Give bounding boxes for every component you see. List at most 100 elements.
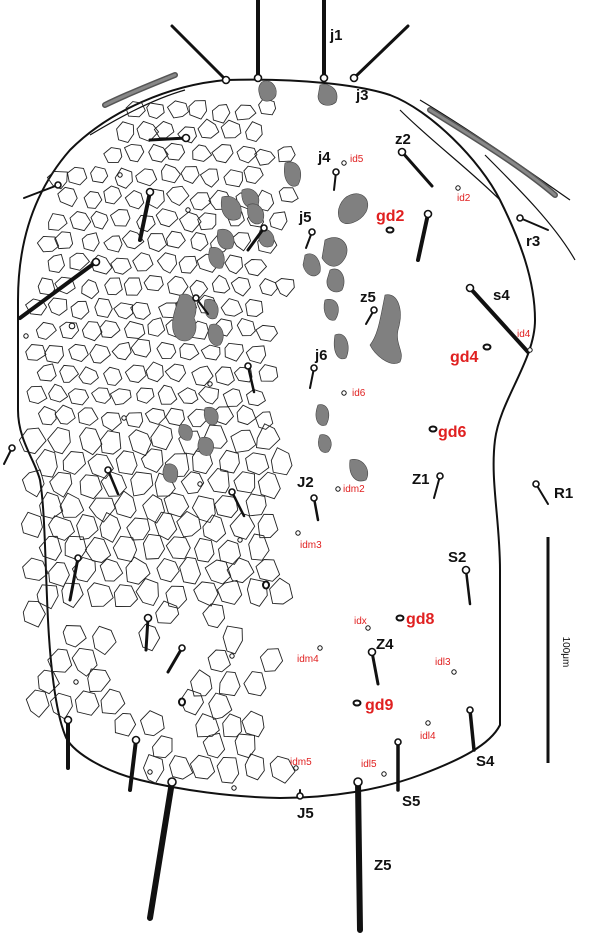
pores	[23, 160, 533, 791]
reticulation-cell	[190, 669, 213, 697]
reticulation-cell	[62, 625, 87, 648]
reticulation-cell	[145, 361, 164, 383]
scale-bar: 100μm	[546, 537, 571, 763]
reticulation-cell	[35, 448, 58, 478]
reticulation-cell	[163, 142, 186, 161]
reticulation-cell	[150, 423, 173, 451]
label-gd4: gd4	[450, 349, 479, 366]
reticulation-cell	[163, 492, 190, 518]
reticulation-cell	[21, 469, 45, 498]
reticulation-cell	[179, 343, 200, 361]
reticulation-cell	[136, 120, 160, 142]
reticulation-cell	[112, 535, 138, 563]
reticulation-cell	[124, 364, 147, 383]
reticulation-cell	[125, 556, 151, 585]
reticulation-cell	[178, 255, 198, 274]
reticulation-cell	[36, 584, 59, 610]
lateral-fold-band	[428, 108, 557, 197]
reticulation-cell	[74, 690, 100, 716]
reticulation-cell	[208, 692, 233, 720]
reticulation-cell	[109, 388, 132, 406]
reticulation-cell	[121, 230, 145, 250]
reticulation-cell	[22, 557, 49, 581]
reticulation-cell	[193, 581, 219, 607]
reticulation-cell	[44, 345, 64, 364]
reticulation-cell	[144, 407, 166, 425]
reticulation-cell	[180, 166, 200, 184]
setae	[3, 0, 549, 933]
reticulation-cell	[236, 145, 258, 164]
reticulation-cell	[156, 341, 177, 360]
reticulation-cell	[71, 647, 98, 677]
reticulation-cell	[224, 342, 244, 362]
reticulation-cell	[245, 389, 266, 407]
reticulation-cell	[57, 186, 78, 208]
reticulation-cell	[216, 756, 240, 784]
label-id6: id6	[352, 388, 366, 399]
label-j1: j1	[329, 27, 343, 44]
reticulation-cell	[99, 511, 122, 543]
reticulation-cell	[68, 343, 89, 363]
reticulation-cell	[47, 426, 71, 455]
reticulation-cell	[176, 510, 202, 538]
reticulation-cell	[161, 163, 181, 184]
reticulation-cell	[124, 189, 145, 210]
reticulation-cell	[38, 535, 62, 561]
reticulation-cell	[36, 363, 57, 382]
reticulation-cell	[220, 119, 242, 139]
reticulation-cell	[165, 407, 185, 427]
reticulation-cell	[128, 429, 152, 457]
reticulation-cell	[124, 320, 146, 339]
reticulation-cell	[48, 515, 76, 541]
reticulation-cell	[165, 536, 191, 560]
reticulation-cell	[25, 344, 47, 361]
reticulation-cell	[48, 213, 68, 231]
reticulation-cell	[218, 539, 241, 565]
reticulation-cell	[177, 387, 199, 404]
reticulation-cell	[92, 625, 117, 656]
reticulation-cell	[236, 404, 257, 426]
lateral-fold	[89, 89, 186, 136]
reticulation-cell	[76, 513, 99, 541]
reticulation-cell	[143, 275, 164, 292]
label-idm5: idm5	[290, 757, 312, 768]
reticulation-cell	[257, 471, 281, 500]
reticulation-cell	[194, 537, 215, 563]
reticulation-cell	[222, 713, 242, 738]
seta-labels: j1 j3 j4 z2 j5 r3 s4 z5 j6 Z1 R1 J2 S2 Z…	[297, 27, 573, 874]
reticulation-cell	[103, 235, 123, 253]
label-R1: R1	[554, 485, 573, 502]
reticulation-cell	[143, 754, 165, 784]
reticulation-cell	[197, 212, 217, 231]
reticulation-cell	[257, 513, 279, 539]
reticulation-cell	[69, 252, 91, 271]
label-idl3: idl3	[435, 657, 451, 668]
reticulation-cell	[179, 556, 201, 585]
reticulation-cell	[243, 671, 267, 697]
reticulation-cell	[130, 338, 152, 358]
reticulation-cell	[215, 366, 235, 386]
label-idm2: idm2	[343, 484, 365, 495]
label-Z4: Z4	[376, 636, 394, 653]
reticulation-cell	[109, 209, 131, 227]
reticulation-cell	[191, 495, 216, 524]
reticulation-cell	[274, 278, 295, 298]
reticulation-cell	[111, 341, 132, 361]
reticulation-cell	[21, 511, 43, 538]
reticulation-cell	[255, 411, 274, 430]
reticulation-cell	[255, 324, 279, 342]
reticulation-cell	[204, 559, 232, 585]
reticulation-cell	[123, 277, 143, 296]
reticulation-cell	[195, 713, 220, 738]
lateral-fold	[484, 154, 576, 261]
reticulation-cell	[256, 423, 281, 450]
reticulation-cell	[207, 649, 231, 673]
reticulation-cell	[258, 364, 279, 382]
reticulation-cell	[269, 755, 296, 784]
reticulation-cell	[223, 169, 243, 188]
reticulation-cell	[202, 732, 226, 759]
reticulation-cell	[37, 405, 57, 426]
reticulation-cell	[115, 450, 138, 475]
reticulation-cell	[269, 577, 294, 605]
reticulation-cell	[116, 121, 135, 144]
